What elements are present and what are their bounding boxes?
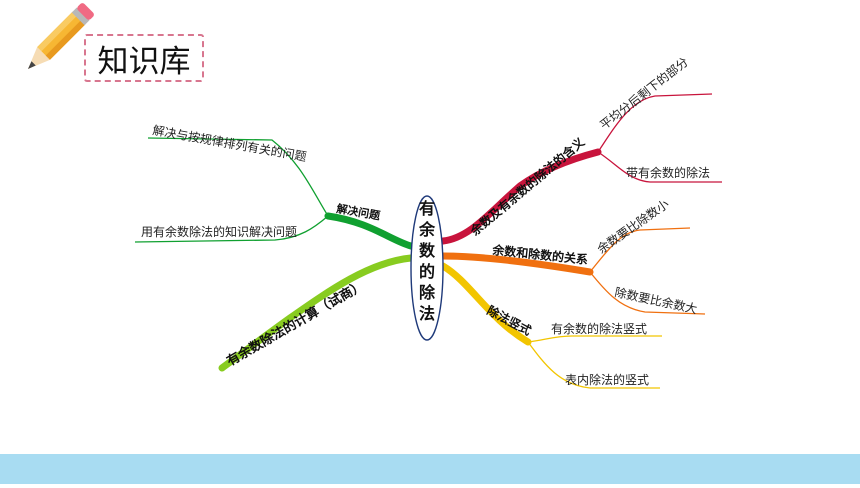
branch-compute — [218, 254, 415, 372]
branch-relation — [439, 227, 706, 315]
leaf-meaning-1: 平均分后剩下的部分 — [597, 54, 691, 132]
branch-label-compute: 有余数除法的计算（试商） — [224, 278, 367, 370]
page-title: 知识库 — [84, 34, 204, 82]
leaf-vertical-1: 有余数的除法竖式 — [551, 321, 647, 336]
leaf-relation-2: 除数要比余数大 — [613, 284, 698, 316]
footer-bar — [0, 454, 860, 484]
leaf-relation-1: 余数要比除数小 — [594, 196, 671, 256]
leaf-solve-2: 用有余数除法的知识解决问题 — [141, 224, 297, 239]
leaf-vertical-2: 表内除法的竖式 — [565, 372, 649, 387]
branch-solve — [134, 137, 415, 250]
branch-label-meaning: 余数及有余数的除法的含义 — [467, 134, 588, 239]
leaf-solve-1: 解决与按规律排列有关的问题 — [151, 122, 307, 164]
center-node: 有余数的除法 — [410, 195, 444, 341]
branch-vertical — [439, 262, 662, 389]
leaf-meaning-2: 带有余数的除法 — [626, 165, 710, 180]
branch-meaning — [439, 93, 722, 245]
pencil-icon — [27, 3, 94, 70]
center-label: 有余数的除法 — [418, 199, 436, 323]
